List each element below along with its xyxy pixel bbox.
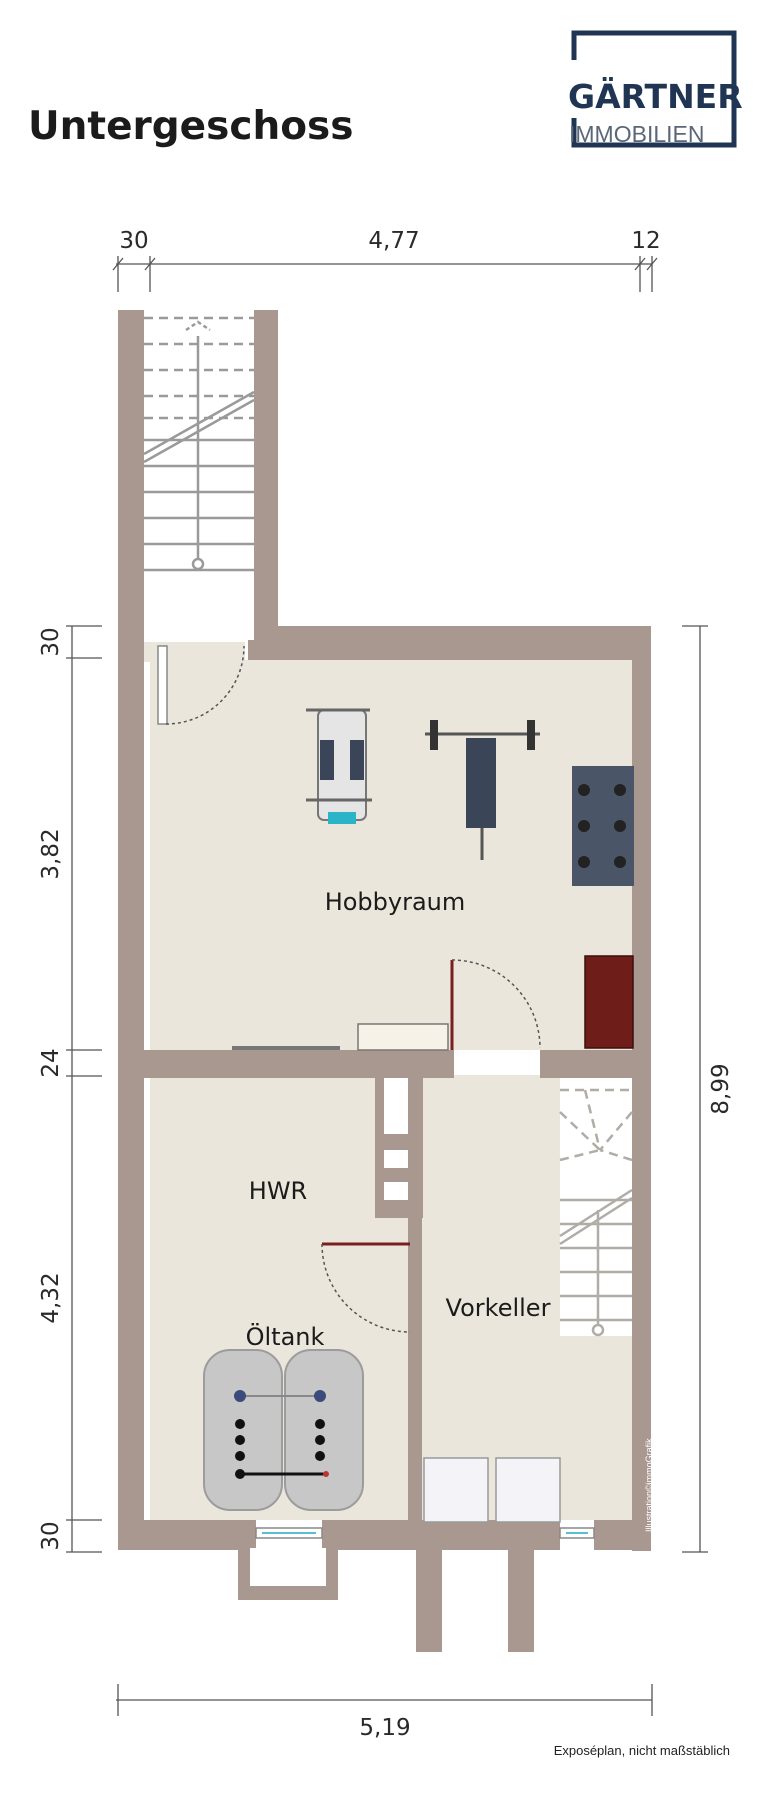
stair-lower	[559, 1078, 633, 1337]
cabinet-icon	[584, 955, 634, 1049]
room-label-oeltank: Öltank	[246, 1322, 325, 1351]
dumbbell-rack-icon	[572, 766, 634, 886]
appliance-icon	[423, 1457, 561, 1523]
illustration-credit: Illustration©immoGrafik	[644, 1438, 654, 1532]
oil-tank-icon	[203, 1349, 364, 1511]
logo-name: GÄRTNER	[568, 76, 743, 116]
doors	[157, 645, 541, 1333]
stair-upper	[143, 310, 255, 640]
room-label-vorkeller: Vorkeller	[446, 1294, 551, 1322]
dim-right: 8,99	[708, 1063, 734, 1114]
dim-left-3: 24	[38, 1048, 64, 1077]
dim-top-2: 4,77	[368, 228, 419, 254]
dim-top-3: 12	[631, 228, 660, 254]
dim-bottom: 5,19	[359, 1715, 410, 1741]
dim-top-1: 30	[119, 228, 148, 254]
windows	[255, 1527, 595, 1539]
company-logo: GÄRTNER IMMOBILIEN	[566, 30, 743, 148]
room-label-hwr: HWR	[249, 1177, 307, 1205]
page-title: Untergeschoss	[28, 104, 354, 149]
bench-press-icon	[425, 720, 540, 860]
dim-left-5: 30	[38, 1521, 64, 1550]
dim-left-1: 30	[38, 627, 64, 656]
dimension-lines	[66, 256, 708, 1716]
gym-machine-icon	[306, 708, 372, 824]
room-label-hobbyraum: Hobbyraum	[325, 888, 466, 916]
sideboard-icon	[232, 1023, 449, 1051]
logo-sub: IMMOBILIEN	[569, 121, 704, 147]
dim-left-4: 4,32	[38, 1272, 64, 1323]
dim-left-2: 3,82	[38, 828, 64, 879]
footnote: Exposéplan, nicht maßstäblich	[553, 1743, 730, 1758]
